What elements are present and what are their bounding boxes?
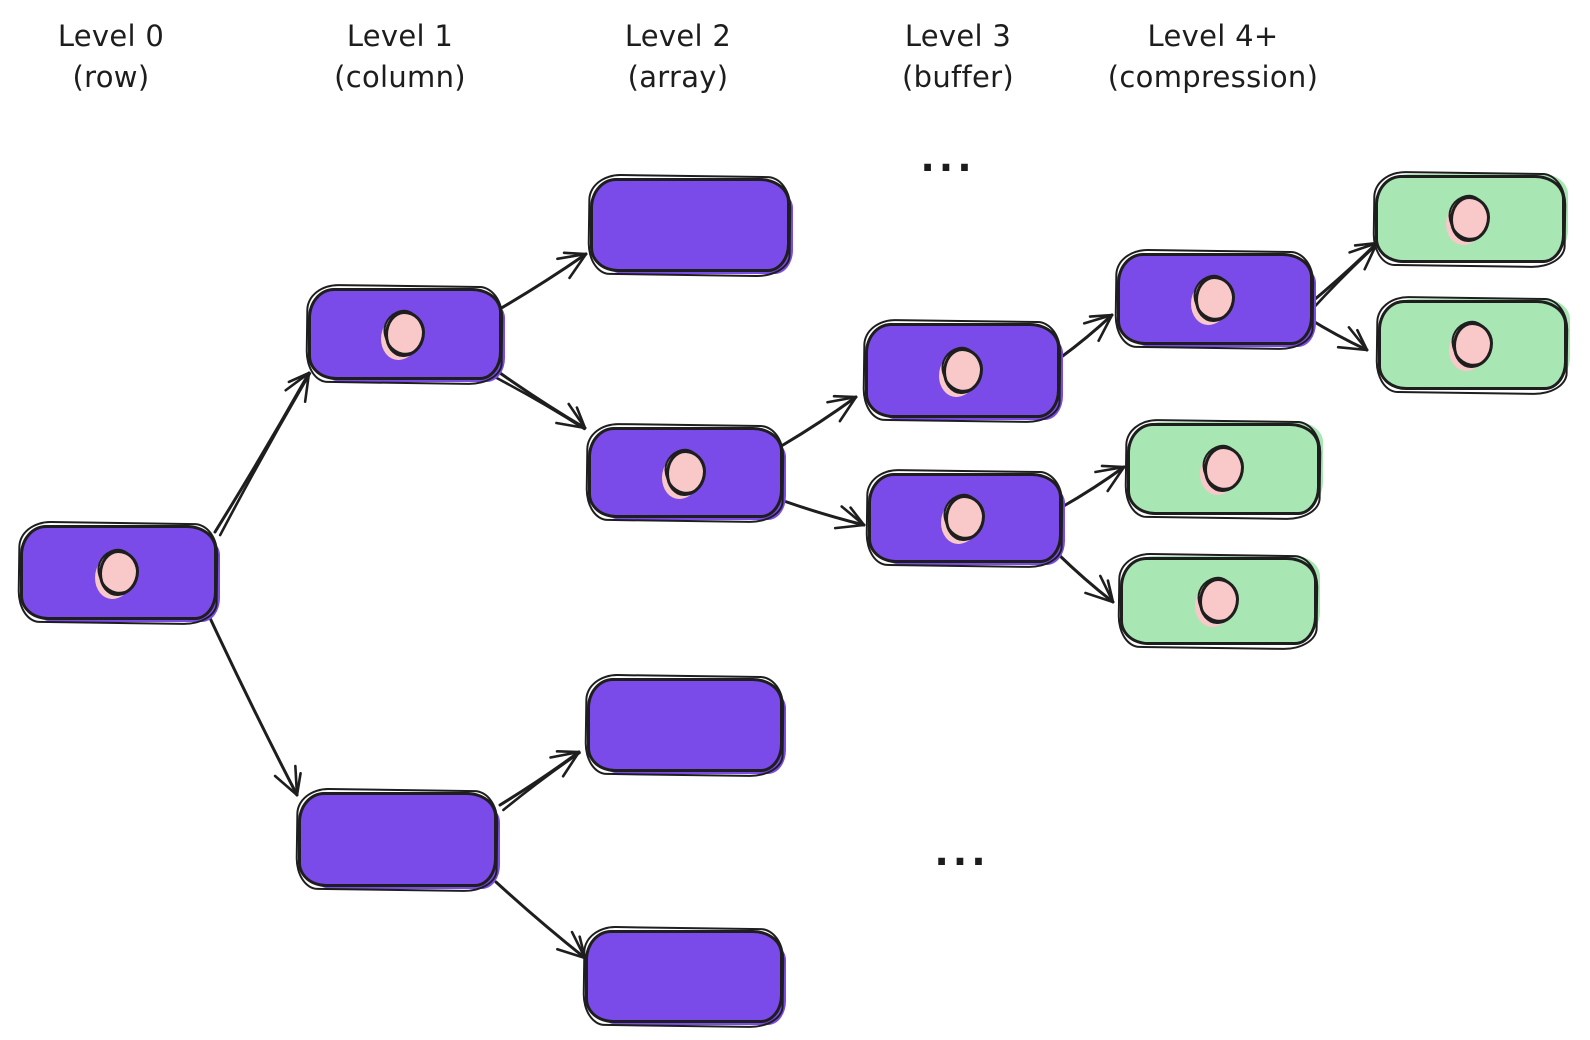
node-level4-compression-purple: [1117, 253, 1313, 345]
data-dot: [1203, 446, 1244, 492]
ellipsis-top: ...: [920, 136, 976, 180]
data-dot: [665, 449, 706, 496]
column-header-level2: Level 2 (array): [625, 16, 731, 97]
column-label: Level 0: [57, 19, 165, 53]
column-label: Level 1: [346, 19, 454, 53]
data-dot: [385, 311, 425, 357]
arrow-buffer-bot-to-green-4: [1056, 552, 1115, 604]
column-header-level3: Level 3 (buffer): [902, 16, 1014, 97]
node-level0-row: [20, 525, 217, 620]
column-label: Level 4+: [1147, 19, 1279, 53]
data-dot: [1198, 578, 1239, 624]
node-level4-compression-green-1: [1375, 175, 1565, 263]
data-dot: [942, 347, 983, 394]
column-label: Level 3: [904, 19, 1012, 53]
node-level1-column-top: [308, 288, 502, 380]
arrow-column-bot-to-lower-2: [494, 880, 587, 960]
column-header-level0: Level 0 (row): [58, 16, 164, 97]
node-level3-buffer-top: [865, 323, 1060, 418]
arrow-column-top-to-array-top: [496, 251, 588, 312]
node-level4-compression-green-2: [1378, 300, 1567, 390]
data-dot: [1450, 196, 1490, 242]
column-header-level4: Level 4+ (compression): [1108, 16, 1318, 97]
node-level2-array-lower-2: [585, 930, 783, 1023]
data-dot: [1195, 276, 1235, 322]
ellipsis-bottom: ...: [934, 830, 990, 874]
node-level3-buffer-bottom: [868, 473, 1062, 563]
arrow-buffer-bot-to-green-3: [1060, 464, 1126, 509]
column-sublabel: (compression): [1107, 59, 1319, 94]
column-sublabel: (buffer): [902, 59, 1014, 94]
arrow-buffer-top-to-compression: [1058, 313, 1114, 360]
arrow-column-bot-to-lower-1: [498, 750, 581, 812]
arrow-array-mid-to-buffer-top: [781, 394, 858, 447]
node-level2-array-lower-1: [587, 678, 783, 772]
node-level4-compression-green-4: [1120, 557, 1317, 645]
column-header-level1: Level 1 (column): [334, 16, 466, 97]
arrow-row-to-column-top: [213, 371, 312, 537]
data-dot: [945, 495, 985, 541]
node-level2-array-middle: [588, 427, 783, 518]
column-sublabel: (array): [627, 59, 729, 94]
column-sublabel: (row): [72, 59, 150, 94]
column-sublabel: (column): [334, 59, 466, 94]
arrow-compression-to-green-2: [1306, 316, 1369, 352]
node-level1-column-bottom: [298, 792, 497, 887]
node-level4-compression-green-3: [1127, 423, 1320, 515]
data-dot: [98, 549, 139, 596]
column-label: Level 2: [624, 19, 732, 53]
arrow-compression-to-green-1: [1306, 241, 1379, 311]
arrow-array-mid-to-buffer-bot: [779, 498, 866, 530]
arrow-column-top-to-array-mid: [495, 371, 587, 431]
data-dot: [1452, 322, 1493, 368]
node-level2-array-top: [590, 178, 790, 272]
arrow-row-to-column-bottom: [208, 616, 302, 797]
